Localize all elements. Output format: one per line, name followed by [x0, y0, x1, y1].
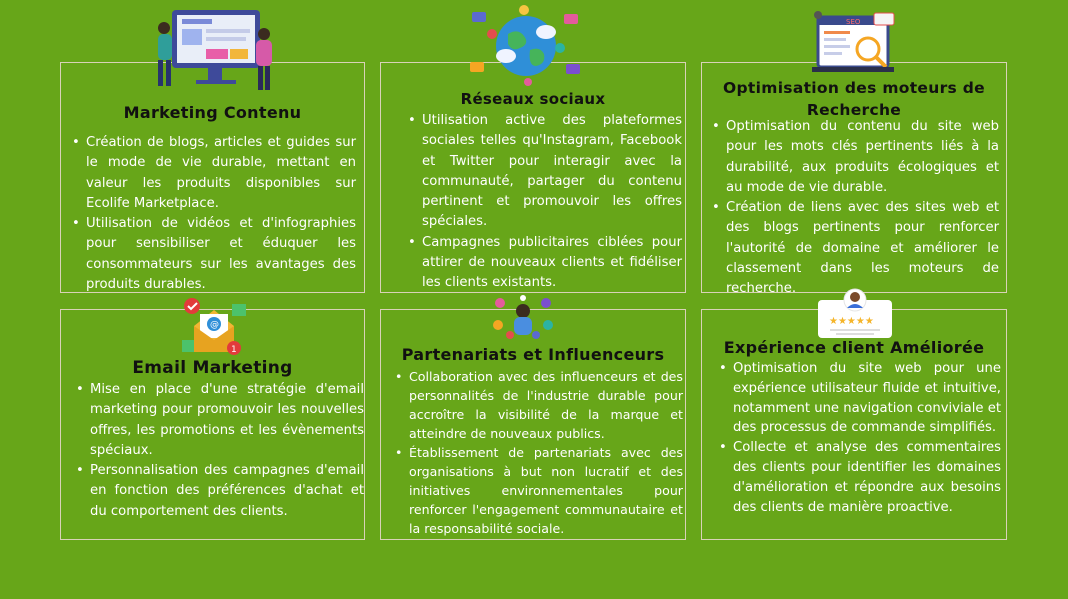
card-list: Optimisation du contenu du site web pour… [712, 117, 999, 300]
card-partenariats: Partenariats et Influenceurs Collaborati… [380, 309, 686, 540]
list-item: Optimisation du contenu du site web pour… [712, 117, 999, 198]
list-item: Création de blogs, articles et guides su… [72, 133, 356, 214]
card-email-marketing: Email Marketing Mise en place d'une stra… [60, 309, 365, 540]
card-list: Utilisation active des plateformes socia… [408, 111, 682, 294]
list-item: Campagnes publicitaires ciblées pour att… [408, 233, 682, 294]
svg-text:1: 1 [231, 345, 237, 355]
card-title: Expérience client Améliorée [723, 338, 985, 357]
list-item: Personnalisation des campagnes d'email e… [76, 461, 364, 522]
list-item: Mise en place d'une stratégie d'email ma… [76, 380, 364, 461]
list-item: Établissement de partenariats avec des o… [395, 443, 683, 538]
card-title: Optimisation des moteurs de Recherche [723, 79, 985, 119]
card-experience-client: Expérience client Améliorée Optimisation… [701, 309, 1007, 540]
seo-magnifier-icon: SEO [812, 11, 895, 72]
list-item: Utilisation de vidéos et d'infographies … [72, 214, 356, 295]
card-title: Partenariats et Influenceurs [401, 345, 665, 364]
card-title: Marketing Contenu [123, 103, 302, 122]
influencer-network-icon [493, 295, 553, 339]
card-title: Email Marketing [132, 358, 293, 378]
list-item: Utilisation active des plateformes socia… [408, 111, 682, 233]
list-item: Optimisation du site web pour une expéri… [719, 359, 1001, 438]
svg-text:SEO: SEO [846, 18, 861, 26]
social-network-globe-icon [470, 5, 580, 86]
card-list: Création de blogs, articles et guides su… [72, 133, 356, 295]
customer-review-stars-icon: ★★★★★ [818, 288, 892, 338]
card-title: Réseaux sociaux [460, 90, 606, 108]
card-list: Mise en place d'une stratégie d'email ma… [76, 380, 364, 522]
svg-text:★★★★★: ★★★★★ [829, 316, 874, 327]
card-list: Optimisation du site web pour une expéri… [719, 359, 1001, 517]
list-item: Collaboration avec des influenceurs et d… [395, 367, 683, 443]
list-item: Création de liens avec des sites web et … [712, 198, 999, 299]
card-seo: Optimisation des moteurs de Recherche Op… [701, 62, 1007, 296]
card-list: Collaboration avec des influenceurs et d… [395, 367, 683, 538]
card-reseaux-sociaux: Réseaux sociaux Utilisation active des p… [380, 62, 686, 293]
card-marketing-contenu: Marketing Contenu Création de blogs, art… [60, 62, 365, 293]
email-envelope-icon: @ 1 [182, 298, 246, 355]
content-marketing-illustration-icon [158, 10, 272, 90]
svg-text:@: @ [210, 320, 219, 330]
list-item: Collecte et analyse des commentaires des… [719, 438, 1001, 517]
